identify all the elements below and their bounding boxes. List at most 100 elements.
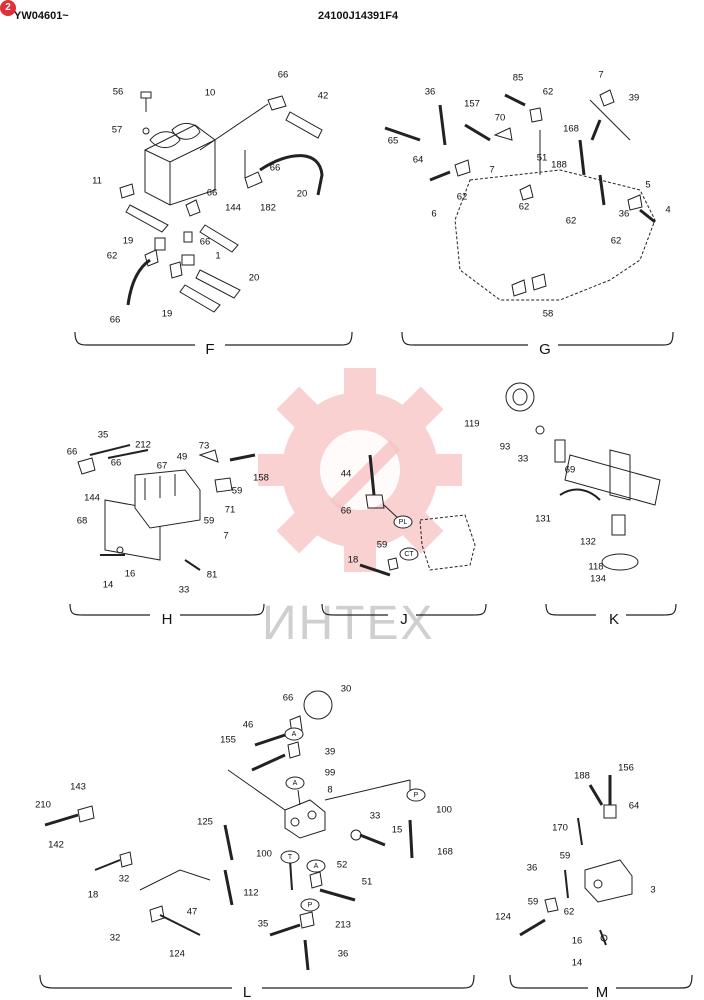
callout-m-124: 124	[495, 912, 511, 923]
callout-l-32: 32	[119, 874, 130, 885]
section-l-parts	[44, 690, 414, 971]
callout-k-132: 132	[580, 537, 596, 548]
section-label-h: H	[162, 611, 173, 628]
callout-m-64: 64	[629, 801, 640, 812]
port-symbol-marker	[280, 850, 300, 864]
callout-l-210: 210	[35, 800, 51, 811]
callout-h-71: 71	[225, 505, 236, 516]
callout-g-51: 51	[537, 153, 548, 164]
callout-l-125: 125	[197, 817, 213, 828]
callout-f-144: 144	[225, 203, 241, 214]
callout-f-56: 56	[113, 87, 124, 98]
section-label-k: K	[609, 611, 619, 628]
port-symbol-marker	[300, 898, 320, 912]
callout-l-168: 168	[437, 847, 453, 858]
callout-g-85: 85	[513, 73, 524, 84]
callout-l-112: 112	[243, 888, 258, 899]
callout-h-68: 68	[77, 516, 88, 527]
callout-f-182: 182	[260, 203, 276, 214]
callout-g-36: 36	[425, 87, 436, 98]
callout-l-46: 46	[243, 720, 254, 731]
callout-m-36: 36	[527, 863, 538, 874]
callout-g-62: 62	[519, 202, 530, 213]
callout-f-20: 20	[297, 189, 308, 200]
callout-k-131: 131	[535, 514, 551, 525]
callout-l-47: 47	[187, 907, 198, 918]
callout-l-124: 124	[169, 949, 185, 960]
callout-l-213: 213	[335, 920, 351, 931]
callout-g-64: 64	[413, 155, 424, 166]
callout-l-39: 39	[325, 747, 336, 758]
callout-h-49: 49	[177, 452, 188, 463]
callout-l-a: A	[292, 731, 297, 738]
callout-l-p: P	[414, 792, 419, 799]
callout-g-39: 39	[629, 93, 640, 104]
callout-f-66: 66	[110, 315, 121, 326]
callout-k-69: 69	[565, 465, 576, 476]
section-label-m: M	[596, 984, 609, 1000]
callout-l-100: 100	[256, 849, 272, 860]
drawing-code: 24100J14391F4	[318, 10, 399, 22]
callout-m-3: 3	[650, 885, 655, 896]
callout-h-59: 59	[204, 516, 215, 527]
callout-l-100: 100	[436, 805, 452, 816]
callout-k-134: 134	[590, 574, 606, 585]
callout-g-4: 4	[665, 205, 670, 216]
port-symbol-marker	[399, 547, 419, 561]
callout-g-65: 65	[388, 136, 399, 147]
callout-l-30: 30	[341, 684, 352, 695]
callout-l-142: 142	[48, 840, 64, 851]
callout-g-70: 70	[495, 113, 506, 124]
callout-g-168: 168	[563, 124, 579, 135]
callout-l-a: A	[314, 863, 319, 870]
callout-l-a: A	[293, 780, 298, 787]
callout-l-155: 155	[220, 735, 236, 746]
callout-j-18: 18	[348, 555, 359, 566]
callout-l-p: P	[308, 902, 313, 909]
callout-m-59: 59	[528, 897, 539, 908]
callout-m-188: 188	[574, 771, 590, 782]
callout-j-66: 66	[341, 506, 352, 517]
callout-f-66: 66	[270, 163, 281, 174]
callout-l-143: 143	[70, 782, 86, 793]
section-m-parts	[519, 775, 633, 946]
callout-g-7: 7	[598, 70, 603, 81]
callout-l-66: 66	[283, 693, 294, 704]
callout-l-33: 33	[370, 811, 381, 822]
callout-g-157: 157	[464, 99, 480, 110]
callout-f-10: 10	[205, 88, 216, 99]
section-g-parts	[384, 89, 656, 301]
callout-m-62: 62	[564, 907, 575, 918]
callout-f-19: 19	[162, 309, 173, 320]
callout-k-119: 119	[464, 419, 479, 430]
callout-h-212: 212	[135, 440, 151, 451]
callout-l-15: 15	[392, 825, 403, 836]
callout-k-93: 93	[500, 442, 511, 453]
callout-k-118: 118	[588, 562, 603, 573]
callout-f-66: 66	[278, 70, 289, 81]
callout-l-52: 52	[337, 860, 348, 871]
callout-j-44: 44	[341, 469, 352, 480]
callout-h-158: 158	[253, 473, 269, 484]
callout-f-20: 20	[249, 273, 260, 284]
port-symbol-marker	[306, 859, 326, 873]
callout-m-16: 16	[572, 936, 583, 947]
callout-l-18: 18	[88, 890, 99, 901]
callout-h-66: 66	[67, 447, 78, 458]
callout-h-59: 59	[232, 486, 243, 497]
left-code: YW04601~	[14, 10, 69, 22]
port-symbol-marker	[406, 788, 426, 802]
watermark-text: ИНТЕХ	[262, 597, 435, 650]
callout-g-36: 36	[619, 209, 630, 220]
callout-m-156: 156	[618, 763, 634, 774]
callout-f-11: 11	[92, 176, 102, 187]
callout-g-6: 6	[431, 209, 436, 220]
page-badge: 2	[0, 0, 16, 16]
callout-h-33: 33	[179, 585, 190, 596]
callout-h-14: 14	[103, 580, 114, 591]
callout-l-36: 36	[338, 949, 349, 960]
callout-g-62: 62	[543, 87, 554, 98]
